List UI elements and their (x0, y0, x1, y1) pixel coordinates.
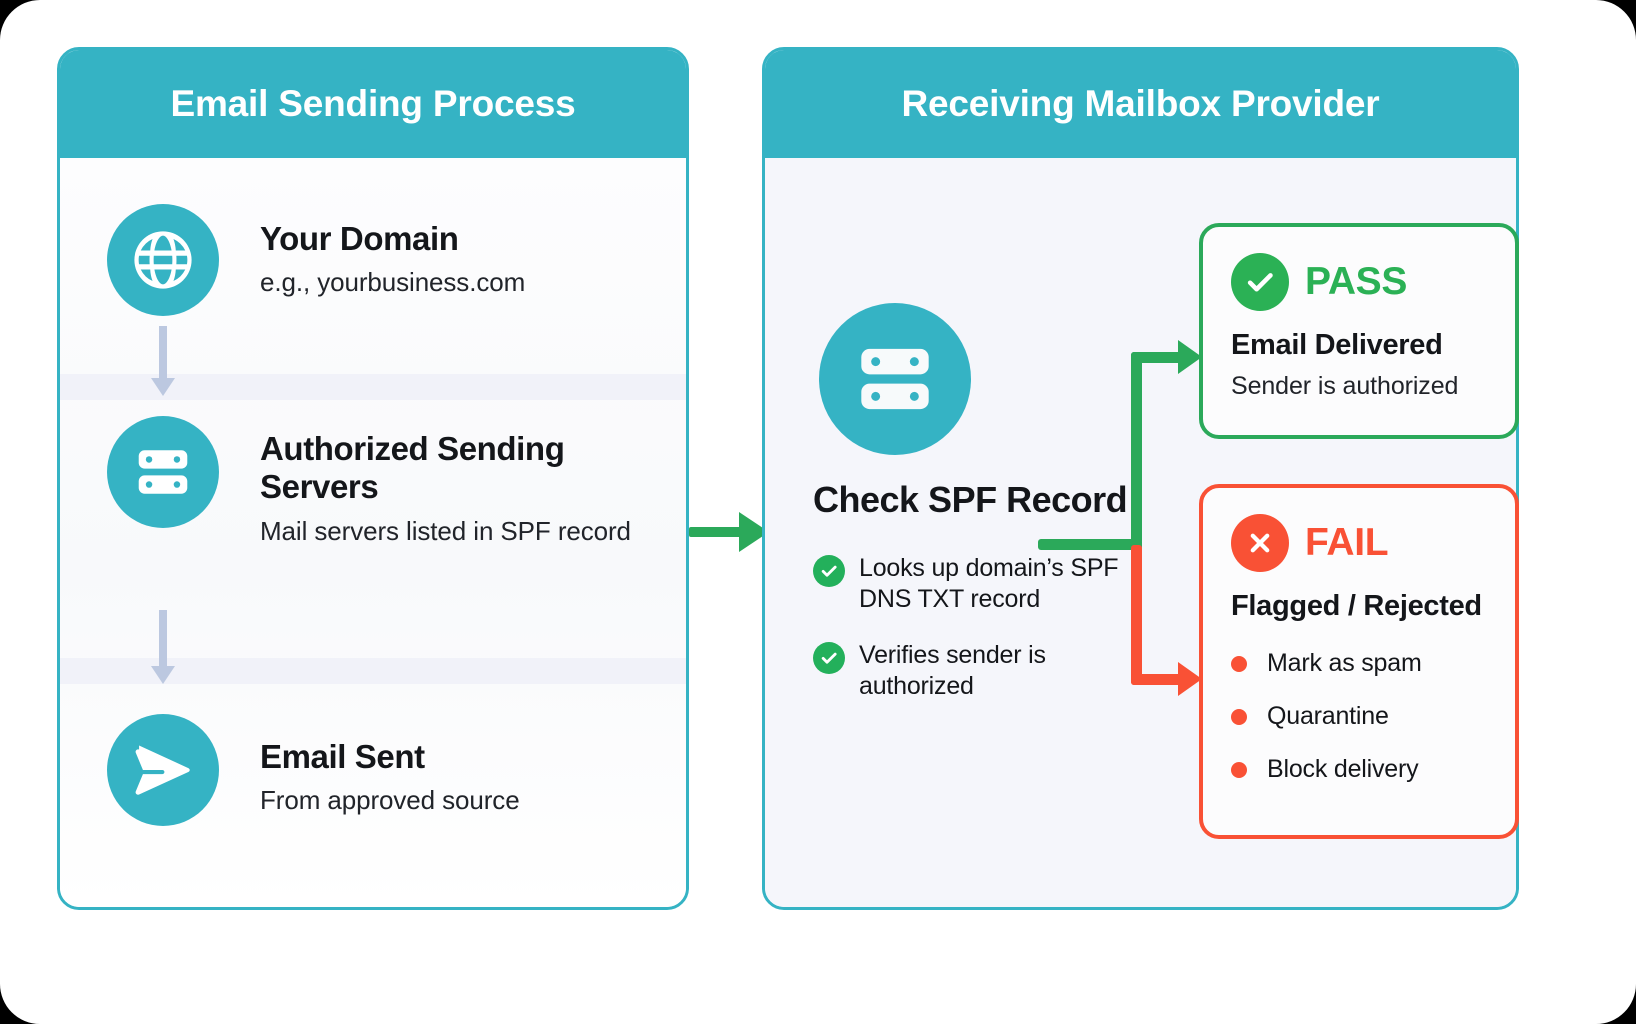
fail-item-label: Block delivery (1267, 755, 1419, 783)
send-icon (107, 714, 219, 826)
bullet-dot-icon (1231, 708, 1247, 725)
email-sending-process-panel: Email Sending Process Your Domain e.g., … (57, 47, 689, 910)
list-item: Block delivery (1231, 755, 1487, 784)
check-spf-list: Looks up domain’s SPF DNS TXT record Ver… (813, 553, 1133, 702)
fail-outcome-card: FAIL Flagged / Rejected Mark as spam Qua… (1199, 484, 1519, 839)
list-item: Mark as spam (1231, 649, 1487, 678)
check-circle-icon (813, 641, 845, 674)
branch-fail-arrowhead (1178, 662, 1202, 696)
check-spf-title: Check SPF Record (813, 479, 1128, 520)
fail-label: FAIL (1305, 521, 1389, 564)
pass-title: Email Delivered (1231, 329, 1443, 361)
branch-fail-vertical (1131, 545, 1142, 685)
step-authorized-servers: Authorized Sending Servers Mail servers … (260, 430, 660, 548)
pass-header: PASS (1231, 253, 1487, 311)
check-circle-icon (813, 555, 845, 588)
x-circle-icon (1231, 514, 1289, 572)
check-circle-icon (1231, 253, 1289, 311)
list-item: Quarantine (1231, 702, 1487, 731)
branch-pass-arrowhead (1178, 340, 1202, 374)
fail-title: Flagged / Rejected (1231, 590, 1482, 622)
server-icon (107, 416, 219, 528)
check-spf-block: Check SPF Record Looks up domain’s SPF D… (813, 303, 1133, 702)
step-subtitle: From approved source (260, 785, 520, 816)
bullet-dot-icon (1231, 655, 1247, 672)
step-email-sent: Email Sent From approved source (260, 738, 660, 818)
left-panel-title: Email Sending Process (170, 83, 576, 124)
right-panel-title: Receiving Mailbox Provider (901, 83, 1380, 124)
panel-connector-arrow (689, 512, 771, 552)
step-your-domain: Your Domain e.g., yourbusiness.com (260, 220, 660, 300)
step-title: Your Domain (260, 220, 459, 257)
flow-arrow-down-1 (151, 326, 175, 400)
fail-item-label: Quarantine (1267, 702, 1389, 730)
step-subtitle: e.g., yourbusiness.com (260, 267, 526, 298)
list-item: Looks up domain’s SPF DNS TXT record (813, 553, 1133, 616)
step-title: Email Sent (260, 738, 425, 775)
globe-icon (107, 204, 219, 316)
left-panel-header: Email Sending Process (60, 50, 686, 158)
pass-outcome-card: PASS Email Delivered Sender is authorize… (1199, 223, 1519, 439)
branch-pass-horizontal (1131, 352, 1187, 363)
step-subtitle: Mail servers listed in SPF record (260, 515, 631, 546)
branch-fail-horizontal (1131, 674, 1187, 685)
branch-stub-segment (1038, 539, 1142, 550)
step-title: Authorized Sending Servers (260, 430, 565, 506)
server-icon (819, 303, 971, 455)
fail-header: FAIL (1231, 514, 1487, 572)
list-item: Verifies sender is authorized (813, 640, 1133, 703)
bullet-dot-icon (1231, 761, 1247, 778)
fail-consequences-list: Mark as spam Quarantine Block delivery (1231, 649, 1487, 784)
check-label: Looks up domain’s SPF DNS TXT record (859, 554, 1119, 614)
right-panel-header: Receiving Mailbox Provider (765, 50, 1516, 158)
pass-subtitle: Sender is authorized (1231, 372, 1459, 400)
pass-label: PASS (1305, 260, 1408, 303)
check-label: Verifies sender is authorized (859, 640, 1046, 700)
fail-item-label: Mark as spam (1267, 649, 1422, 677)
branch-pass-vertical (1131, 352, 1142, 544)
flow-arrow-down-2 (151, 610, 175, 688)
left-panel-body: Your Domain e.g., yourbusiness.com (60, 158, 686, 907)
